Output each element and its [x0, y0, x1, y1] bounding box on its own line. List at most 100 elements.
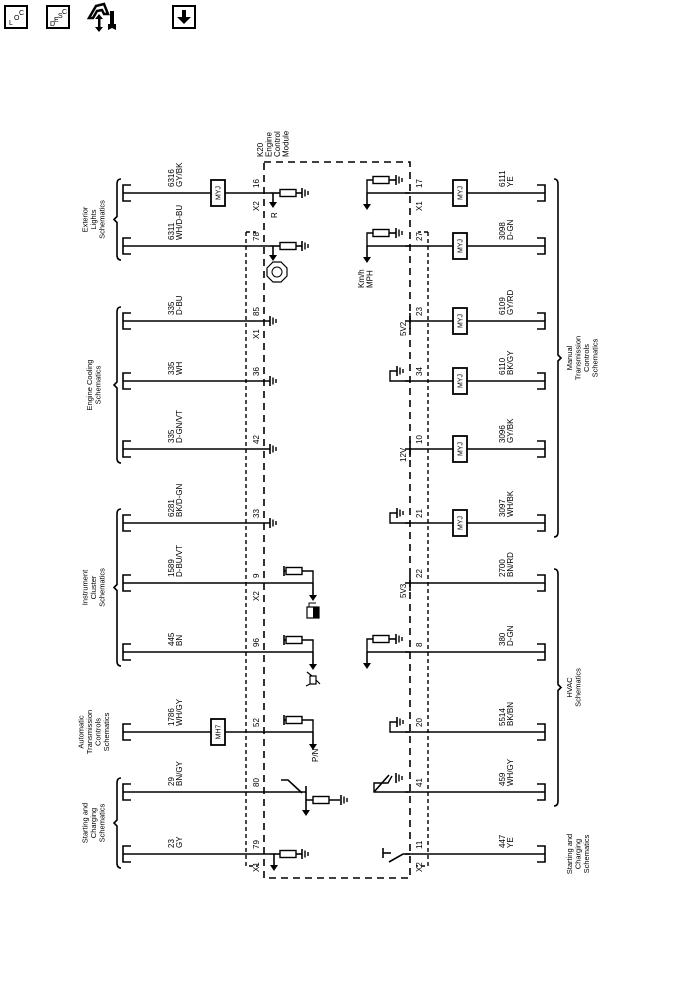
- right-wire-label-line: D-GN: [506, 219, 515, 240]
- oil-can-shape: [305, 671, 321, 687]
- resistor-icon: [312, 795, 330, 805]
- left-wire-label-line: BN: [175, 635, 184, 646]
- left-pin-number: 79: [252, 840, 261, 849]
- right-pin-number: 11: [415, 840, 424, 849]
- right-wire-label-line: WH/GY: [506, 758, 515, 786]
- pullup-wire: [366, 638, 373, 652]
- resistor-icon: [285, 566, 303, 576]
- right-wire-label-line: 6109: [498, 297, 507, 315]
- output-arrow-icon: [363, 246, 371, 263]
- right-connector-id: X2: [415, 862, 424, 872]
- output-arrow-icon: [269, 246, 277, 261]
- left-connector-id: X2: [252, 591, 261, 601]
- ground-icon: [269, 376, 277, 386]
- page-down-button[interactable]: [172, 5, 196, 29]
- right-group-label-line: HVAC: [565, 677, 574, 698]
- left-group-label-line: Automatic: [76, 715, 85, 749]
- desc-button[interactable]: D E S C: [46, 5, 70, 29]
- right-group-label-line: Manual: [565, 345, 574, 370]
- output-arrow-icon: [309, 732, 317, 750]
- right-pin-number: 41: [415, 778, 424, 787]
- splice-pack-myj: MYJ: [452, 232, 468, 260]
- km-mph-label-line: MPH: [366, 270, 375, 288]
- left-connector-id: X2: [252, 201, 261, 211]
- left-pin-number-line: 52: [252, 718, 261, 727]
- fuel-cap: [308, 602, 316, 607]
- left-pin-number: 16: [252, 179, 261, 188]
- ecm-module-outline: [263, 161, 411, 879]
- right-wire-label-line: 2700: [498, 559, 507, 577]
- connector-x2-frame-right: [416, 232, 429, 867]
- left-pin-number: 9: [252, 573, 261, 578]
- pullup-wire: [366, 232, 373, 246]
- loc-button[interactable]: L O C: [4, 5, 28, 29]
- right-pin-number-line: 11: [415, 840, 424, 849]
- left-wire-label-line: 6311: [167, 222, 176, 240]
- right-pin-number: 27: [415, 232, 424, 241]
- loc-letter-o: O: [14, 15, 20, 22]
- right-group-label-line: Transmission: [574, 336, 583, 380]
- ground-icon: [269, 518, 277, 528]
- left-group-label-line: Lights: [89, 209, 98, 229]
- right-pin-number: 17: [415, 179, 424, 188]
- right-group-label-line: Starting and: [565, 834, 574, 874]
- r-label: R: [270, 212, 279, 218]
- connector-x1-frame-left: [245, 232, 258, 867]
- ground-icon: [395, 634, 403, 644]
- left-group-label-line: Cluster: [89, 575, 98, 599]
- arrow-head: [363, 663, 371, 669]
- right-pin-number-line: 23: [415, 307, 424, 316]
- splice-pack-myj: MYJ: [452, 509, 468, 537]
- left-wire-label-line: 1786: [167, 708, 176, 726]
- splice-label: MH7: [216, 725, 223, 740]
- left-pin-number-line: 96: [252, 638, 261, 647]
- right-pin-number: 21: [415, 509, 424, 518]
- left-pin-number-line: 80: [252, 778, 261, 787]
- left-pin-number-line: 33: [252, 509, 261, 518]
- ground-icon: [340, 795, 348, 805]
- right-group-brace: [553, 568, 563, 807]
- ground-icon: [395, 773, 403, 783]
- engine-oil-pressure-icon: [266, 261, 288, 283]
- left-group-label-line: Starting and: [81, 803, 90, 843]
- left-group-label-line: Transmission: [85, 710, 94, 754]
- right-wire-label-line: BK/BN: [506, 702, 515, 726]
- output-arrow-icon: [269, 193, 277, 208]
- right-pin-number: 22: [415, 569, 424, 578]
- left-pin-number: 80: [252, 778, 261, 787]
- splice-box: [210, 179, 226, 207]
- left-group-label-line: Schematics: [98, 803, 107, 842]
- diagnostic-wrench-icon[interactable]: [86, 2, 124, 36]
- desc-letter-c: C: [62, 9, 68, 16]
- pn-label-line: P/N: [311, 748, 320, 762]
- resistor-icon: [372, 228, 390, 238]
- ref-5v3: 5V3: [399, 583, 408, 598]
- output-arrow-icon: [270, 854, 278, 871]
- right-wire-label-line: GY/BK: [506, 418, 515, 443]
- oil-circle: [271, 266, 283, 278]
- left-group-label-line: Engine Cooling: [85, 360, 94, 411]
- left-connector-id: X1: [252, 862, 261, 872]
- left-group-brace: [112, 306, 122, 464]
- oil-octagon: [266, 261, 288, 283]
- right-pin-number-line: 10: [415, 435, 424, 444]
- right-connector-id-line: X2: [415, 862, 424, 872]
- right-connector-id: X1: [415, 201, 424, 211]
- output-arrow-icon: [302, 800, 310, 816]
- right-wire-label-line: 380: [498, 632, 507, 646]
- left-group-label-line: Schematics: [93, 365, 102, 404]
- left-wire-label-line: 1589: [167, 559, 176, 577]
- left-wire-label-line: BK/D-GN: [175, 483, 184, 517]
- left-pin-number-line: 78: [252, 232, 261, 241]
- left-wire-label-line: WH/GY: [175, 698, 184, 726]
- splice-pack-mh7: MH7: [210, 718, 226, 746]
